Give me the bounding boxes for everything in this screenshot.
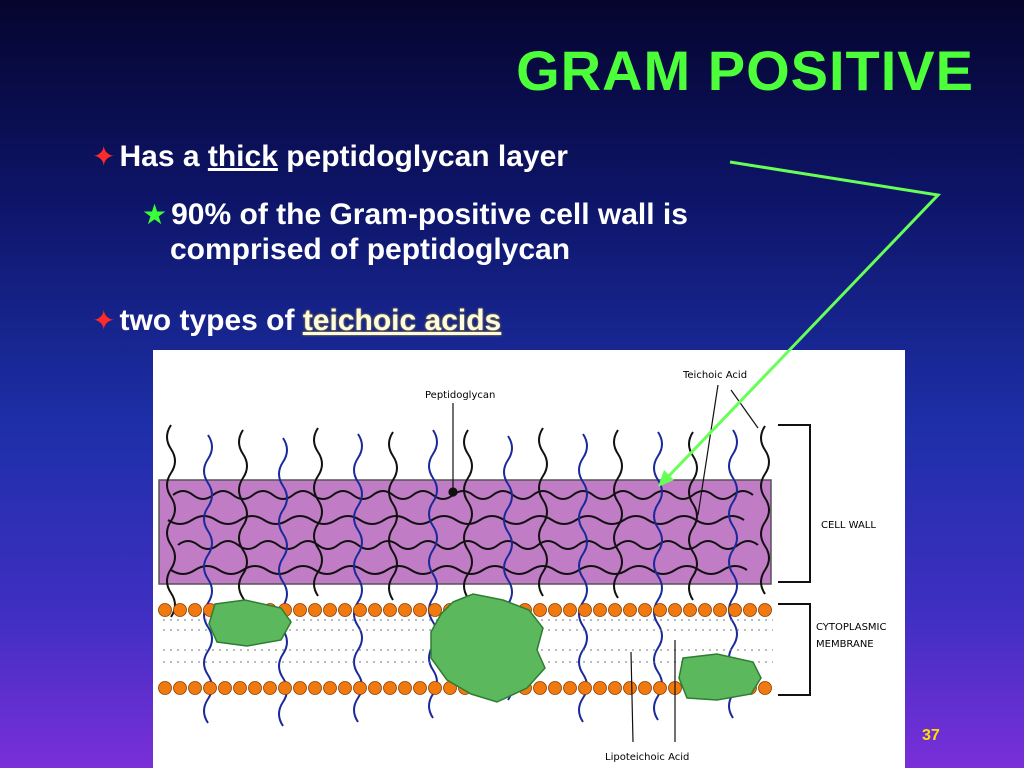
lipid-head: [533, 603, 547, 617]
slide-title: GRAM POSITIVE: [516, 39, 974, 102]
cell-wall-svg: Peptidoglycan Teichoic Acid CELL WALL CY…: [158, 370, 886, 763]
lipid-head: [683, 603, 697, 617]
lipid-head: [638, 603, 652, 617]
lipid-head: [653, 681, 667, 695]
lipid-head: [368, 603, 382, 617]
red-star-bullet-icon: ✦: [92, 141, 116, 172]
lipid-head: [383, 681, 397, 695]
cell-wall-bracket: [778, 424, 811, 583]
lipid-head: [323, 603, 337, 617]
lipid-head: [578, 681, 592, 695]
lipid-head: [203, 681, 217, 695]
green-star-bullet-icon: ★: [142, 199, 168, 230]
lipid-head: [308, 681, 322, 695]
lipid-head: [398, 603, 412, 617]
membrane-protein-right: [678, 653, 762, 701]
peptidoglycan-mesh: [167, 490, 759, 575]
membrane-protein-center: [430, 593, 546, 703]
bullet-1-emphasis: thick: [207, 140, 278, 173]
lipid-head: [593, 603, 607, 617]
peptidoglycan-label: Peptidoglycan: [425, 390, 495, 401]
lipid-head: [623, 681, 637, 695]
cell-wall-label: CELL WALL: [821, 520, 876, 531]
lipid-head: [158, 681, 172, 695]
lipid-head: [308, 603, 322, 617]
lipid-head: [353, 681, 367, 695]
lipid-head: [713, 603, 727, 617]
sub-bullet-line-2: comprised of peptidoglycan: [170, 232, 571, 266]
lipid-head: [353, 603, 367, 617]
lipid-head: [293, 603, 307, 617]
red-star-bullet-icon: ✦: [92, 305, 116, 336]
lipid-head: [428, 681, 442, 695]
lipid-head: [623, 603, 637, 617]
lipid-head: [188, 681, 202, 695]
lipid-head: [548, 681, 562, 695]
lipid-head: [608, 681, 622, 695]
sub-bullet-ninety-percent: ★90% of the Gram-positive cell wall is c…: [142, 198, 902, 267]
lipid-head: [338, 603, 352, 617]
teichoic-acid-label: Teichoic Acid: [682, 370, 747, 381]
membrane-protein-left: [208, 599, 292, 647]
lipid-head: [173, 603, 187, 617]
lipid-head: [578, 603, 592, 617]
bullet-1-prefix: Has a: [119, 140, 208, 173]
lipid-head: [293, 681, 307, 695]
bullet-thick-peptidoglycan: ✦Has a thick peptidoglycan layer: [92, 140, 568, 175]
lipid-head: [668, 603, 682, 617]
gram-positive-cell-wall-diagram: Peptidoglycan Teichoic Acid CELL WALL CY…: [153, 350, 905, 768]
lipid-head: [338, 681, 352, 695]
lipid-head: [533, 681, 547, 695]
page-number: 37: [922, 727, 940, 744]
sub-bullet-line-1: 90% of the Gram-positive cell wall is: [171, 198, 688, 231]
lipid-head: [743, 603, 757, 617]
lipid-head: [593, 681, 607, 695]
lipid-head: [323, 681, 337, 695]
lipid-head: [233, 681, 247, 695]
lipid-head: [398, 681, 412, 695]
cytoplasmic-membrane-label-1: CYTOPLASMIC: [816, 622, 886, 633]
lipid-head: [758, 603, 772, 617]
lipid-head: [638, 681, 652, 695]
bullet-1-suffix: peptidoglycan layer: [277, 140, 568, 173]
lipid-head: [248, 681, 262, 695]
bullet-3-emphasis: teichoic acids: [302, 304, 502, 337]
lipid-head: [263, 681, 277, 695]
lipid-head: [413, 603, 427, 617]
bullet-teichoic-acids: ✦two types of teichoic acids: [92, 304, 501, 339]
lipid-head: [278, 681, 292, 695]
lipid-head: [173, 681, 187, 695]
lipid-head: [383, 603, 397, 617]
lipid-head: [428, 603, 442, 617]
lipid-head: [188, 603, 202, 617]
lipid-head: [368, 681, 382, 695]
lipoteichoic-acid-label: Lipoteichoic Acid: [605, 752, 689, 763]
lipid-head: [698, 603, 712, 617]
cytoplasmic-membrane-label-2: MEMBRANE: [816, 639, 874, 650]
lipid-head: [413, 681, 427, 695]
lipid-head: [548, 603, 562, 617]
lipid-head: [608, 603, 622, 617]
lipid-head: [158, 603, 172, 617]
lipid-head: [758, 681, 772, 695]
lipid-head: [563, 603, 577, 617]
lipid-head: [563, 681, 577, 695]
membrane-bracket: [778, 603, 811, 696]
lipid-head: [653, 603, 667, 617]
lipid-head: [218, 681, 232, 695]
bullet-3-prefix: two types of: [119, 304, 303, 337]
lipid-head: [728, 603, 742, 617]
